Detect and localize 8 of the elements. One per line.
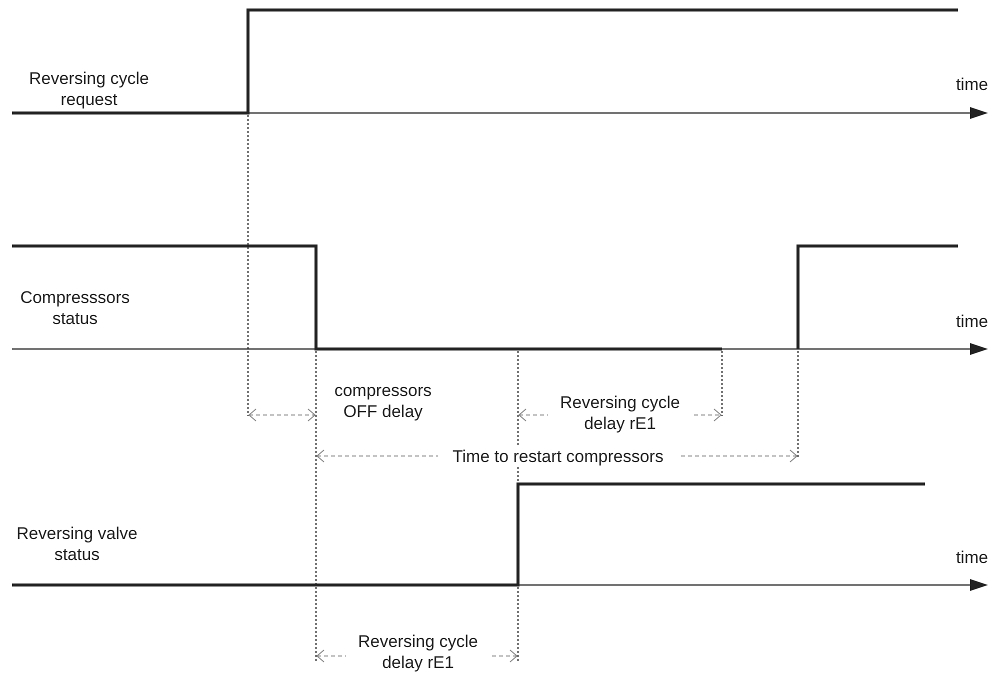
signal-label: time [954, 74, 990, 95]
signal-label: time [954, 547, 990, 568]
signal-label: Reversing valve status [16, 523, 138, 565]
signal-label: Reversing cycle request [28, 68, 150, 110]
signal-label: time [954, 311, 990, 332]
signal-label: Time to restart compressors [438, 446, 678, 467]
signal-label: compressors OFF delay [333, 380, 433, 422]
signal-label: Compresssors status [19, 287, 131, 329]
